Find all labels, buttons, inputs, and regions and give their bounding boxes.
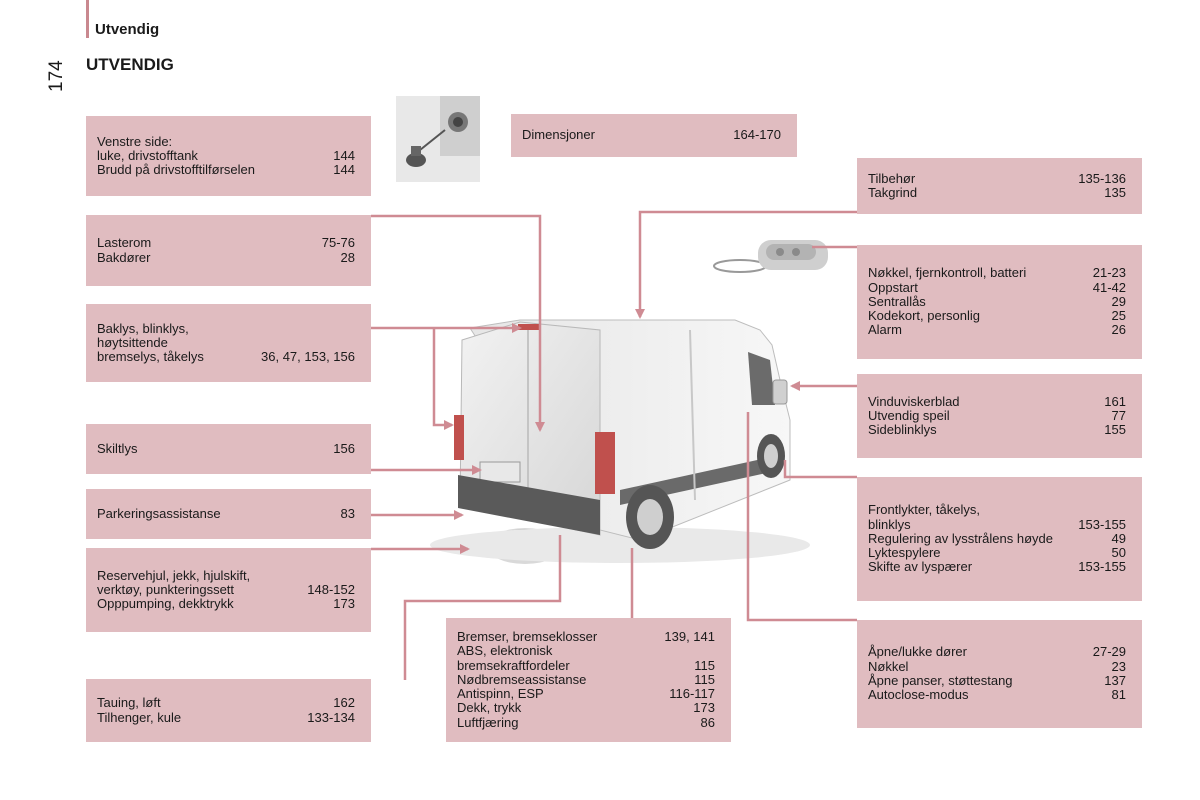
section-accent-bar [86, 0, 89, 38]
callout-row: Baklys, blinklys, [97, 320, 189, 336]
page-title: UTVENDIG [86, 55, 174, 74]
callout-lines [371, 210, 857, 680]
key-picture [713, 240, 828, 273]
callout-row: Reservehjul, jekk, hjulskift, [97, 567, 251, 583]
callout-row: ABS, elektronisk [457, 643, 553, 659]
van-body [430, 319, 810, 563]
fuel-cap-picture [396, 96, 480, 182]
callout-box-baklys: Baklys, blinklys, høytsittende bremselys… [86, 304, 371, 382]
callout-row: Venstre side: [97, 133, 173, 149]
callout-box-reservehjul: Reservehjul, jekk, hjulskift, verktøy, p… [86, 548, 371, 632]
callout-row: høytsittende [97, 334, 168, 350]
callout-arrowheads [444, 309, 800, 554]
callout-row: Frontlykter, tåkelys, [868, 502, 980, 518]
section-tag: Utvendig [95, 21, 160, 38]
